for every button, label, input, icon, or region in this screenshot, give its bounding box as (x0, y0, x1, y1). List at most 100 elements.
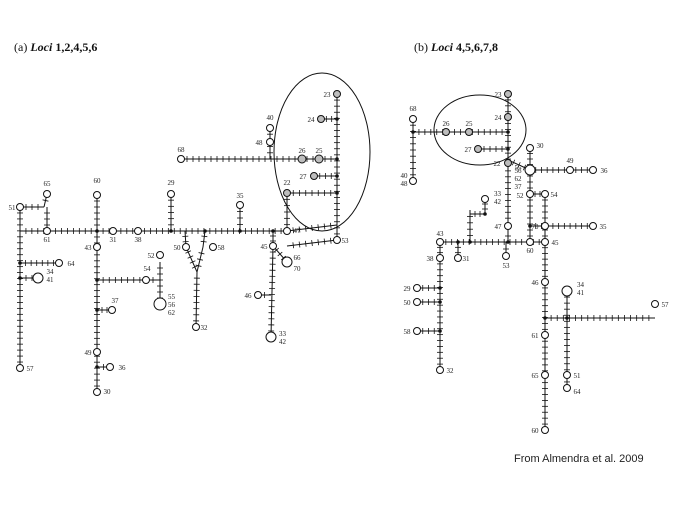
haplotype-node (563, 384, 571, 392)
haplotype-node (192, 323, 200, 331)
haplotype-label: 61 (532, 332, 540, 340)
haplotype-label: 57 (27, 365, 35, 373)
haplotype-node (333, 236, 341, 244)
haplotype-node (526, 144, 534, 152)
haplotype-label: 29 (168, 179, 176, 187)
haplotype-node (541, 371, 549, 379)
haplotype-node (134, 227, 142, 235)
mutation-tick (198, 252, 205, 255)
haplotype-label: 31 (463, 255, 471, 263)
haplotype-label: 38 (427, 255, 435, 263)
haplotype-node (236, 201, 244, 209)
haplotype-label: 48 (256, 139, 264, 147)
haplotype-label: 25 (466, 120, 474, 128)
haplotype-label: 26 (443, 120, 451, 128)
haplotype-node (413, 298, 421, 306)
haplotype-label: 58 (218, 244, 226, 252)
mutation-tick (317, 224, 320, 231)
haplotype-label: 60 (527, 247, 535, 255)
haplotype-node (93, 243, 101, 251)
median-vector (18, 261, 22, 265)
median-vector (411, 130, 415, 134)
haplotype-node (310, 172, 318, 180)
haplotype-label: 64 (574, 388, 582, 396)
mutation-tick (323, 223, 326, 230)
haplotype-label: 57 (662, 301, 670, 309)
haplotype-node (474, 145, 482, 153)
haplotype-label: 29 (404, 285, 412, 293)
network-edge (270, 245, 274, 338)
haplotype-label: 64 (68, 260, 76, 268)
panel-a-title: (a) Loci 1,2,4,5,6 (14, 40, 97, 55)
mutation-tick (195, 264, 202, 267)
haplotype-label: 70 (294, 265, 302, 273)
haplotype-label: 36 (601, 167, 609, 175)
median-vector (238, 229, 242, 233)
network-edge (202, 230, 206, 248)
haplotype-label: 61 (44, 236, 52, 244)
panel-b-letter: (b) (414, 40, 428, 54)
haplotype-node (413, 284, 421, 292)
panel-a-loci-numbers: 1,2,4,5,6 (55, 40, 98, 54)
haplotype-node (526, 190, 534, 198)
haplotype-node (142, 276, 150, 284)
median-vector (18, 276, 22, 280)
mutation-tick (517, 162, 521, 168)
mutation-tick (201, 235, 208, 238)
haplotype-label: 70 (532, 223, 540, 231)
haplotype-node (541, 190, 549, 198)
haplotype-node (265, 331, 277, 343)
clade-ellipse (273, 72, 371, 232)
median-vector (438, 286, 442, 290)
haplotype-node (481, 195, 489, 203)
haplotype-node (108, 306, 116, 314)
haplotype-node (266, 124, 274, 132)
haplotype-node (153, 297, 167, 311)
haplotype-label: 60 (532, 427, 540, 435)
mutation-tick (191, 265, 198, 269)
haplotype-label: 52 (517, 192, 525, 200)
clade-ellipse (433, 94, 527, 166)
haplotype-label: 68 (178, 146, 186, 154)
mutation-tick (304, 240, 307, 247)
median-vector (335, 174, 339, 178)
haplotype-node (16, 203, 24, 211)
haplotype-label: 65 (44, 180, 52, 188)
haplotype-node (177, 155, 185, 163)
median-vector (506, 240, 510, 244)
haplotype-node (109, 227, 117, 235)
panel-a-loci-word: Loci (30, 40, 53, 54)
median-vector (565, 316, 569, 320)
haplotype-node (541, 278, 549, 286)
haplotype-label: 24 (308, 116, 316, 124)
haplotype-node (413, 327, 421, 335)
median-vector (438, 329, 442, 333)
haplotype-node (283, 189, 291, 197)
haplotype-label: 23 (324, 91, 332, 99)
median-vector (543, 316, 547, 320)
haplotype-node (541, 222, 549, 230)
haplotype-label: 35 (237, 192, 245, 200)
source-credit: From Almendra et al. 2009 (514, 453, 644, 465)
haplotype-label: 47 (294, 227, 302, 235)
haplotype-node (55, 259, 63, 267)
mutation-tick (317, 239, 320, 246)
haplotype-label: 37 (112, 297, 120, 305)
haplotype-node (436, 238, 444, 246)
haplotype-label: 32 (447, 367, 455, 375)
mutation-tick (311, 224, 313, 232)
haplotype-node (269, 242, 277, 250)
haplotype-node (442, 128, 450, 136)
mutation-tick (277, 251, 283, 257)
haplotype-label: 23 (495, 91, 503, 99)
mutation-tick (511, 159, 516, 166)
panel-b-title: (b) Loci 4,5,6,7,8 (414, 40, 498, 55)
haplotype-node (333, 90, 341, 98)
haplotype-node (93, 348, 101, 356)
